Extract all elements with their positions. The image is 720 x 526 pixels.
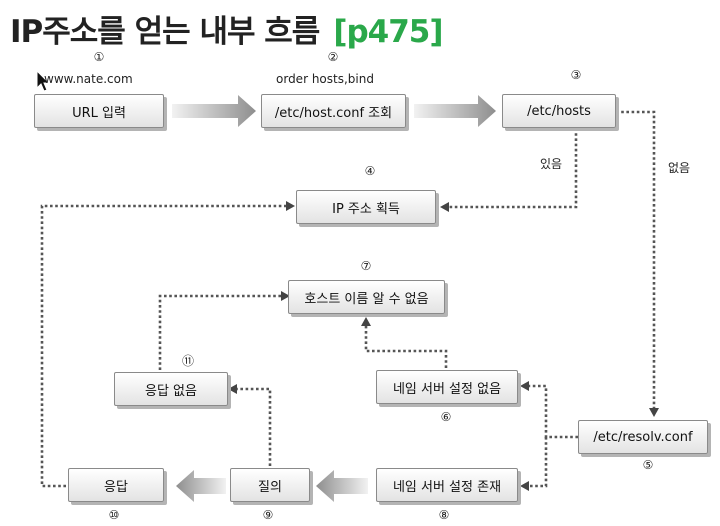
node-nameserver-exists: 네임 서버 설정 존재 — [376, 468, 518, 502]
link-resolv-branch — [526, 384, 578, 439]
link-resolv-to-exists — [526, 437, 548, 488]
arrowhead-noresponse — [228, 384, 237, 394]
step-number-11: ⑪ — [181, 354, 194, 368]
node-hosts: /etc/hosts — [502, 94, 616, 128]
arrowhead-ip-right — [440, 202, 449, 212]
page-title: IP주소를 얻는 내부 흐름 [p475] — [10, 6, 444, 51]
step-number-9: ⑨ — [262, 508, 274, 522]
node-resolv-conf: /etc/resolv.conf — [578, 420, 708, 454]
step-number-5: ⑤ — [642, 458, 654, 472]
arrow-hostconf-to-hosts — [414, 95, 496, 127]
step-number-4: ④ — [364, 164, 376, 178]
arrowhead-unknown-bottom — [361, 317, 371, 326]
step-number-8: ⑧ — [438, 508, 450, 522]
arrowhead-resolv — [649, 408, 659, 417]
arrowhead-unknown-left — [281, 291, 290, 301]
step-number-2: ② — [327, 50, 339, 64]
found-label: 있음 — [540, 157, 563, 171]
title-page-ref: [p475] — [333, 14, 443, 50]
node-query: 질의 — [230, 468, 310, 502]
not-found-label: 없음 — [668, 161, 691, 175]
link-noresponse-to-unknown — [158, 294, 282, 370]
mouse-cursor-icon — [36, 70, 50, 92]
arrow-nameserver-to-query — [316, 470, 368, 502]
node-no-nameserver: 네임 서버 설정 없음 — [376, 370, 518, 404]
node-response: 응답 — [68, 468, 164, 502]
step-number-6: ⑥ — [440, 410, 452, 424]
title-main: IP주소를 얻는 내부 흐름 — [10, 14, 320, 50]
arrow-url-to-hostconf — [172, 95, 256, 127]
node-url-input: URL 입력 — [34, 94, 164, 128]
url-example-label: www.nate.com — [44, 72, 133, 86]
arrowhead-noserver — [520, 381, 529, 391]
arrowhead-exists — [520, 481, 529, 491]
step-number-7: ⑦ — [360, 259, 372, 273]
node-ip-acquire: IP 주소 획득 — [296, 190, 436, 224]
step-number-3: ③ — [570, 68, 582, 82]
node-host-unknown: 호스트 이름 알 수 없음 — [288, 280, 445, 314]
step-number-1: ① — [93, 50, 105, 64]
node-no-response: 응답 없음 — [114, 372, 228, 406]
link-hosts-notfound — [616, 110, 656, 410]
link-noserver-to-unknown — [364, 324, 448, 368]
step-number-10: ⑩ — [108, 508, 120, 522]
node-host-conf: /etc/host.conf 조회 — [261, 94, 406, 128]
arrow-query-to-response — [176, 470, 226, 502]
arrowhead-ip-left — [286, 201, 295, 211]
order-label: order hosts,bind — [276, 72, 374, 86]
link-response-to-ip — [40, 204, 288, 488]
link-hosts-found — [448, 128, 578, 209]
link-query-to-noresponse — [234, 387, 272, 466]
